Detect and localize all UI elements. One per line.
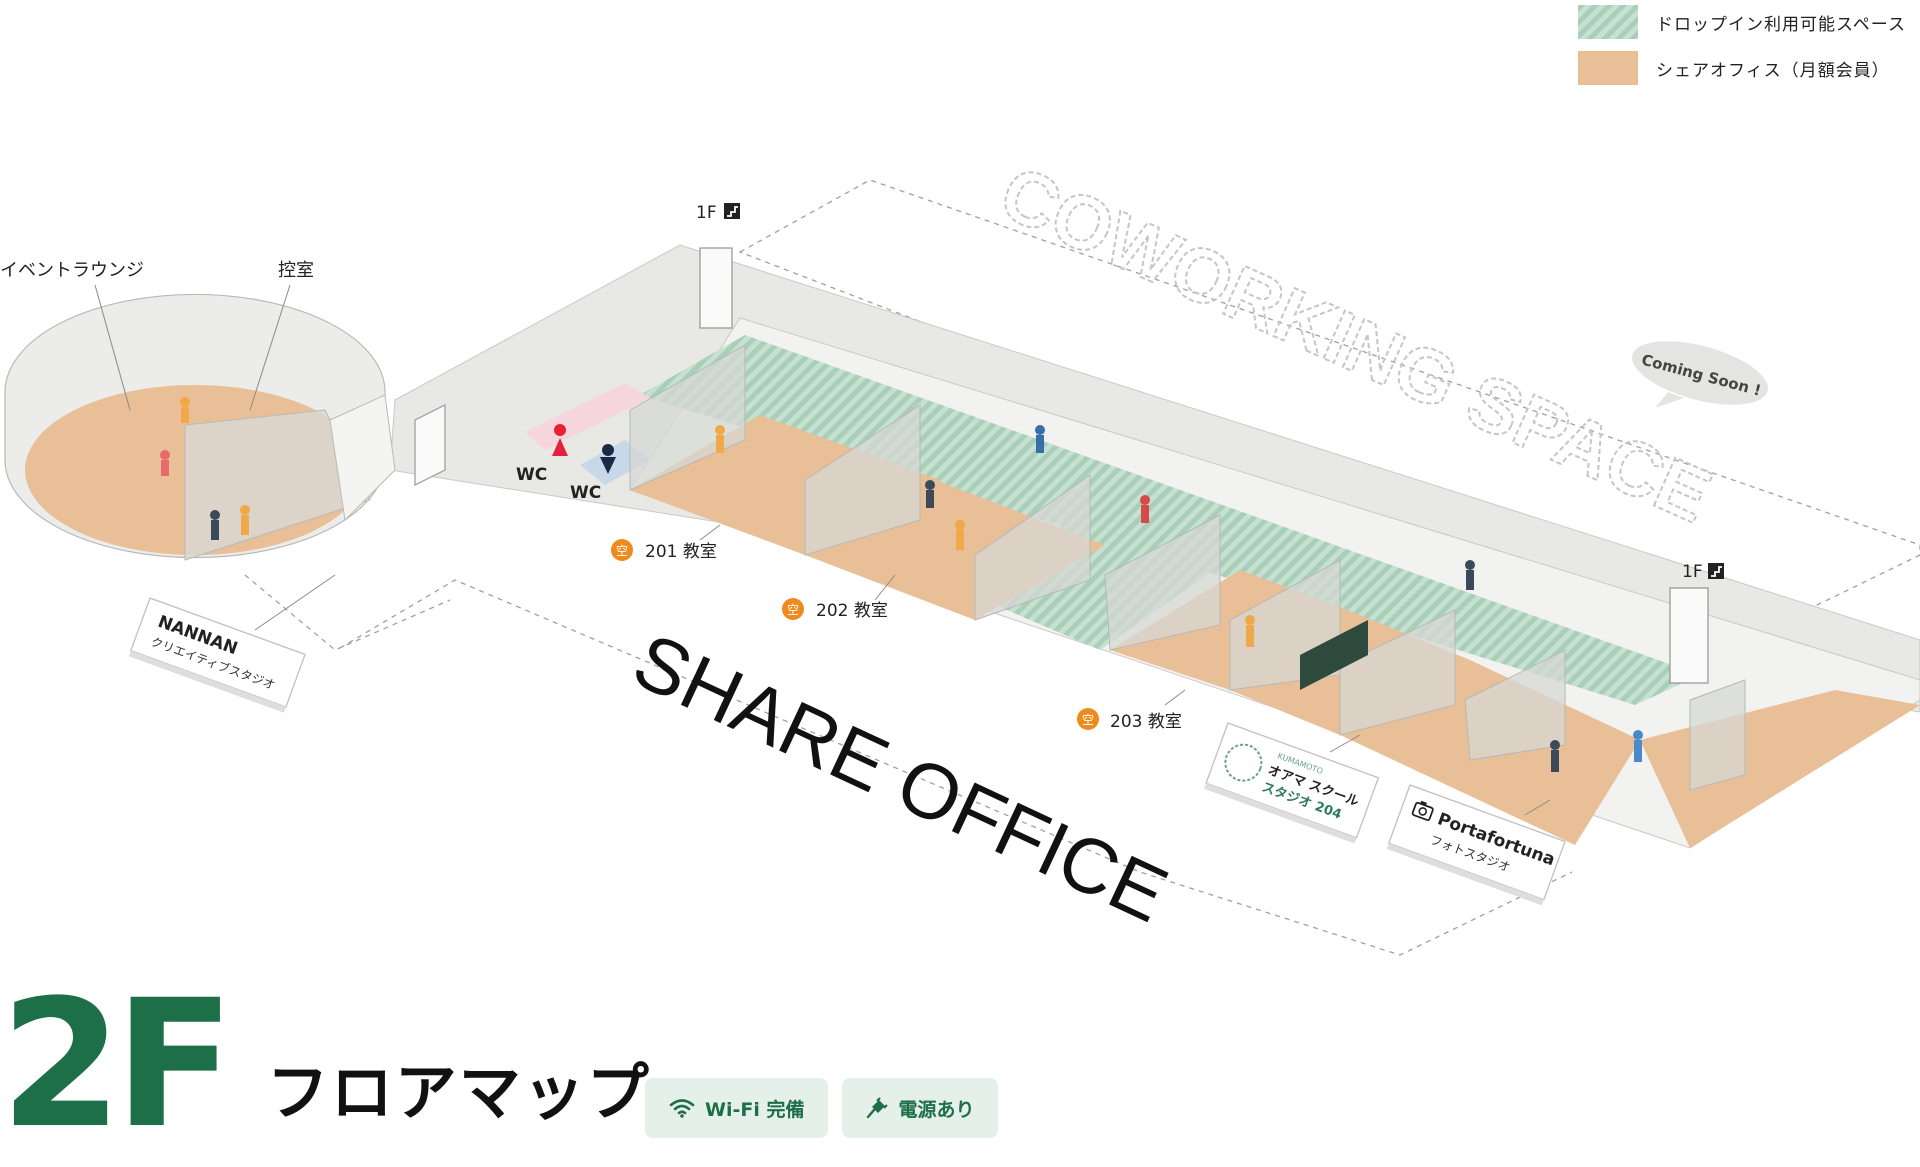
svg-text:203 教室: 203 教室 <box>1110 712 1182 732</box>
wifi-icon <box>669 1099 695 1118</box>
drop-in-zone-2 <box>960 505 1235 650</box>
room-201-label: 空 201 教室 <box>611 539 717 562</box>
partitions <box>629 344 1746 791</box>
floor-map: COWORKING SPACE Coming Soon ! SHARE OFFI… <box>0 149 1920 956</box>
stairs-label-right: 1F <box>1682 562 1703 582</box>
vacancy-badge <box>1077 708 1099 730</box>
legend-drop-in: ドロップイン利用可能スペース <box>1578 0 1906 44</box>
coming-soon-bubble: Coming Soon ! <box>1632 341 1768 408</box>
room-201-pointer <box>699 524 721 541</box>
wifi-label: Wi-Fi 完備 <box>705 1098 805 1121</box>
legend-swatch-drop-in <box>1578 5 1638 39</box>
feature-badges: Wi-Fi 完備 電源あり <box>645 1078 1012 1138</box>
blackboard <box>1300 620 1368 690</box>
legend: ドロップイン利用可能スペース シェアオフィス（月額会員） <box>1578 0 1906 92</box>
power-badge: 電源あり <box>842 1078 999 1138</box>
floor-number: 2F <box>0 962 235 1167</box>
svg-text:空: 空 <box>616 544 628 558</box>
people-markers <box>160 397 1643 772</box>
event-lounge-pointer <box>94 284 131 411</box>
school-pointer <box>1329 734 1361 753</box>
wifi-badge: Wi-Fi 完備 <box>645 1078 829 1138</box>
share-office-title: SHARE OFFICE <box>621 616 1181 939</box>
stairs-door-right <box>1669 587 1709 684</box>
school-sign: KUMAMOTO オアマ スクール スタジオ 204 <box>1204 722 1380 844</box>
green-room-label: 控室 <box>278 260 314 281</box>
green-room-pointer <box>249 284 291 411</box>
stairs-door-left <box>699 247 733 329</box>
room-203-pointer <box>1164 689 1186 706</box>
stairs-icon-right <box>1708 563 1724 579</box>
event-lounge-area <box>4 293 446 561</box>
page-title: フロアマップ <box>266 1056 651 1129</box>
plug-icon <box>867 1097 889 1119</box>
legend-label: シェアオフィス（月額会員） <box>1656 60 1890 81</box>
nannan-sign: NANNAN クリエイティブスタジオ <box>128 597 306 713</box>
camera-icon <box>1411 800 1434 821</box>
room-202-label: 空 202 教室 <box>782 598 888 621</box>
nannan-outline <box>244 574 451 651</box>
wc-women-icon <box>552 424 568 456</box>
vacancy-badge <box>611 539 633 561</box>
nannan-pointer <box>254 574 336 631</box>
room-203-label: 空 203 教室 <box>1077 708 1182 732</box>
power-label: 電源あり <box>898 1098 975 1121</box>
photo-studio-pointer <box>1524 799 1551 816</box>
legend-swatch-share-office <box>1578 51 1638 85</box>
wc-women-label: WC <box>516 465 547 485</box>
event-lounge-label: イベントラウンジ <box>0 260 144 281</box>
svg-text:201 教室: 201 教室 <box>645 542 717 562</box>
legend-share-office: シェアオフィス（月額会員） <box>1578 46 1906 90</box>
svg-text:空: 空 <box>1082 713 1094 727</box>
room-202-pointer <box>874 574 896 601</box>
legend-label: ドロップイン利用可能スペース <box>1656 14 1906 35</box>
wc-men-icon <box>600 444 616 474</box>
vacancy-badge <box>782 598 804 620</box>
page-heading: 2F フロアマップ <box>0 962 651 1167</box>
share-office-outline <box>339 579 1573 956</box>
svg-text:202 教室: 202 教室 <box>816 601 888 621</box>
school-logo-icon <box>1224 743 1263 782</box>
wc-men-label: WC <box>570 483 601 503</box>
svg-text:空: 空 <box>787 603 799 617</box>
stairs-label-left: 1F <box>696 203 717 223</box>
stairs-icon-left <box>724 203 740 219</box>
